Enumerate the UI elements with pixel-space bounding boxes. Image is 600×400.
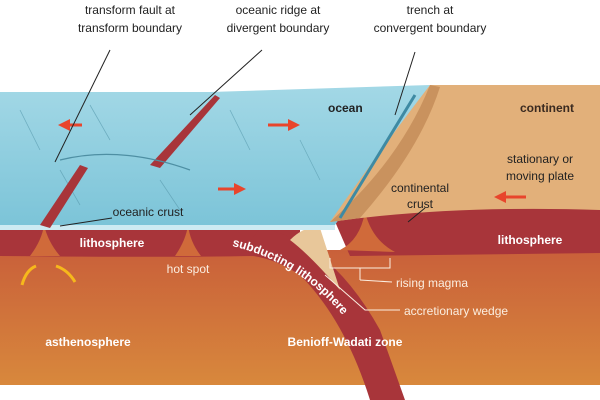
continent-block xyxy=(330,85,600,222)
convection-arrows xyxy=(20,264,77,286)
arrow-left-icon xyxy=(494,191,506,203)
magma-brackets xyxy=(324,258,400,311)
hot-spot-label: hot spot xyxy=(167,262,210,276)
trench-label: trench at xyxy=(407,3,454,17)
trench xyxy=(338,94,417,219)
hot-spot-plume xyxy=(175,225,201,256)
oceanic-ridge xyxy=(150,95,220,168)
ocean-label: ocean xyxy=(328,101,363,115)
leader-lines xyxy=(54,49,426,227)
stationary-plate-label: stationary or xyxy=(507,152,573,166)
continental-crust-label: continental xyxy=(391,181,449,195)
rising-magma-label: rising magma xyxy=(396,276,468,290)
lithosphere-left-label: lithosphere xyxy=(80,236,145,250)
plate-motion-arrows xyxy=(58,119,526,203)
transform-fault-ridge xyxy=(40,165,88,228)
arrow-left-icon xyxy=(58,119,70,131)
transform-fault-label: transform fault at xyxy=(85,3,176,17)
continent-slope xyxy=(330,85,440,222)
oceanic-ridge-label-2: divergent boundary xyxy=(227,21,330,35)
oceanic-crust-label: oceanic crust xyxy=(113,205,184,219)
trench-label-2: convergent boundary xyxy=(374,21,487,35)
accretionary-wedge-label: accretionary wedge xyxy=(404,304,508,318)
ocean-front-edge xyxy=(0,225,335,230)
accretionary-wedge xyxy=(290,227,340,290)
asthenosphere-label: asthenosphere xyxy=(45,335,131,349)
transform-fault xyxy=(59,153,191,171)
subducting-slab xyxy=(240,228,405,400)
oceanic-lithosphere xyxy=(0,228,300,257)
arrow-right-icon xyxy=(234,183,246,195)
ocean-surface xyxy=(0,85,430,225)
ocean-texture xyxy=(19,104,321,211)
stationary-plate-label-2: moving plate xyxy=(506,169,574,183)
curved-arrow-icon xyxy=(55,264,77,283)
transform-fault-label-2: transform boundary xyxy=(78,21,182,35)
continental-lithosphere xyxy=(330,206,600,256)
benioff-zone-label: Benioff-Wadati zone xyxy=(288,335,403,349)
lithosphere-right-label: lithosphere xyxy=(498,233,563,247)
continent-label: continent xyxy=(520,101,574,115)
curved-arrow-icon xyxy=(20,264,37,286)
hot-spot-plume-left xyxy=(30,225,60,256)
oceanic-ridge-label: oceanic ridge at xyxy=(236,3,321,17)
continental-crust-label-2: crust xyxy=(407,197,434,211)
arrow-right-icon xyxy=(288,119,300,131)
rising-magma-plume xyxy=(340,212,395,252)
